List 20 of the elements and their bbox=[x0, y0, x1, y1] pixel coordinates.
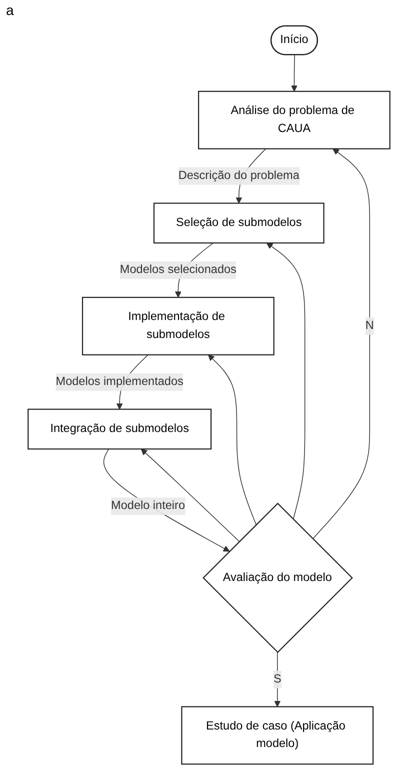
node-box: Estudo de caso (Aplicação modelo) bbox=[181, 706, 374, 765]
node-box: Análise do problema de CAUA bbox=[198, 90, 390, 150]
arrow bbox=[266, 242, 306, 520]
arrow bbox=[274, 652, 281, 708]
edge-label: S bbox=[273, 672, 282, 686]
arrow bbox=[140, 448, 240, 542]
node-box: Seleção de submodelos bbox=[153, 202, 324, 244]
edge-label: Modelo inteiro bbox=[111, 500, 185, 512]
node-box: Integração de submodelos bbox=[28, 408, 212, 450]
node-diamond: Avaliação do modelo bbox=[202, 502, 353, 654]
arrow bbox=[312, 148, 370, 540]
edge-label: Descrição do problema bbox=[178, 169, 300, 182]
arrow bbox=[290, 54, 298, 92]
arrow bbox=[103, 448, 230, 552]
arrow bbox=[208, 354, 256, 526]
edge-label: Modelos implementados bbox=[56, 375, 184, 388]
edge-label: Modelos selecionados bbox=[120, 264, 236, 276]
note-text: a bbox=[6, 2, 15, 18]
node-box: Implementação de submodelos bbox=[82, 296, 274, 356]
edge-label: N bbox=[365, 319, 374, 332]
